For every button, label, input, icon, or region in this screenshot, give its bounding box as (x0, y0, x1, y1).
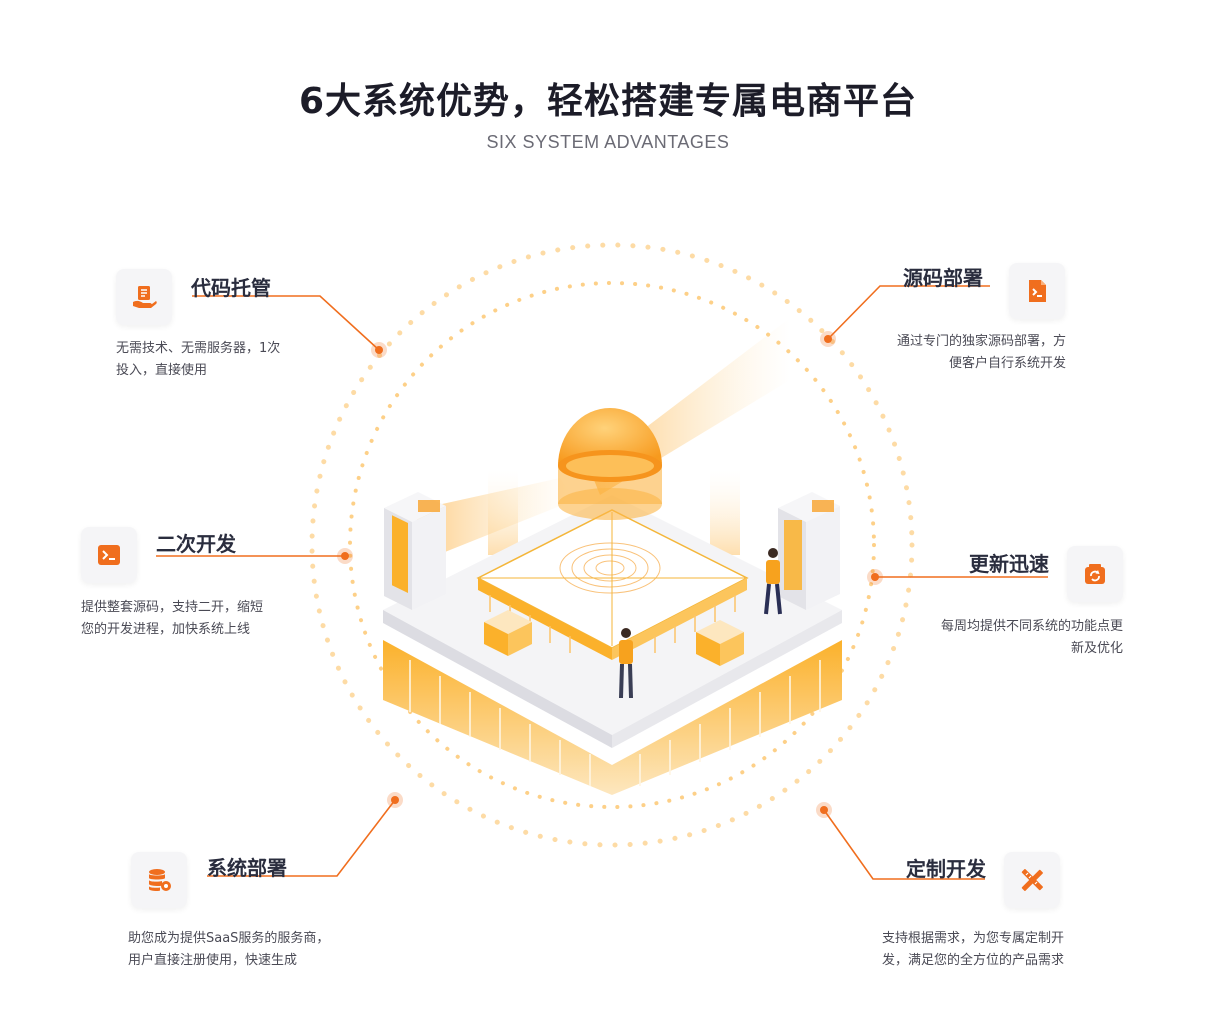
code-hosting-desc-line-2: 投入，直接使用 (116, 363, 208, 378)
custom-dev-icon-box (1004, 852, 1060, 908)
pencil-ruler-icon (1021, 869, 1043, 891)
system-deploy-title: 系统部署 (207, 856, 287, 880)
fast-update-icon-box (1067, 546, 1123, 602)
source-deploy-desc-line-1: 通过专门的独家源码部署，方 (896, 334, 1066, 349)
terminal-icon (98, 545, 120, 565)
custom-dev-desc-line-1: 支持根据需求，为您专属定制开 (881, 931, 1064, 946)
secondary-dev-title: 二次开发 (156, 532, 236, 556)
code-hosting-desc-line-1: 无需技术、无需服务器，1次 (116, 341, 281, 356)
source-deploy-desc: 通过专门的独家源码部署，方 便客户自行系统开发 (826, 331, 1066, 375)
secondary-dev-icon-box (81, 527, 137, 583)
fast-update-desc: 每周均提供不同系统的功能点更 新及优化 (883, 616, 1123, 660)
secondary-dev-desc-line-2: 您的开发进程，加快系统上线 (81, 622, 251, 637)
page-subtitle: SIX SYSTEM ADVANTAGES (486, 132, 730, 152)
custom-dev-desc-line-2: 发，满足您的全方位的产品需求 (881, 953, 1064, 968)
system-deploy-desc-line-2: 用户直接注册使用，快速生成 (128, 953, 298, 968)
secondary-dev-desc-line-1: 提供整套源码，支持二开，缩短 (81, 600, 264, 615)
code-file-icon (1029, 280, 1046, 302)
fast-update-desc-line-2: 新及优化 (1070, 641, 1123, 656)
database-gear-icon (149, 869, 171, 891)
hand-document-icon (133, 286, 157, 308)
fast-update-desc-line-1: 每周均提供不同系统的功能点更 (940, 619, 1123, 634)
source-deploy-title: 源码部署 (903, 266, 983, 290)
refresh-icon (1085, 564, 1105, 584)
system-deploy-desc-line-1: 助您成为提供SaaS服务的服务商， (128, 931, 330, 946)
source-deploy-desc-line-2: 便客户自行系统开发 (948, 356, 1066, 371)
code-hosting-desc: 无需技术、无需服务器，1次 投入，直接使用 (116, 338, 316, 382)
source-deploy-icon-box (1009, 263, 1065, 319)
system-deploy-icon-box (131, 852, 187, 908)
code-hosting-title: 代码托管 (191, 276, 271, 300)
code-hosting-icon-box (116, 269, 172, 325)
secondary-dev-desc: 提供整套源码，支持二开，缩短 您的开发进程，加快系统上线 (81, 597, 321, 641)
page-title: 6大系统优势，轻松搭建专属电商平台 (298, 81, 918, 122)
system-deploy-desc: 助您成为提供SaaS服务的服务商， 用户直接注册使用，快速生成 (128, 928, 368, 972)
custom-dev-title: 定制开发 (906, 857, 986, 881)
fast-update-title: 更新迅速 (969, 552, 1049, 576)
custom-dev-desc: 支持根据需求，为您专属定制开 发，满足您的全方位的产品需求 (824, 928, 1064, 972)
